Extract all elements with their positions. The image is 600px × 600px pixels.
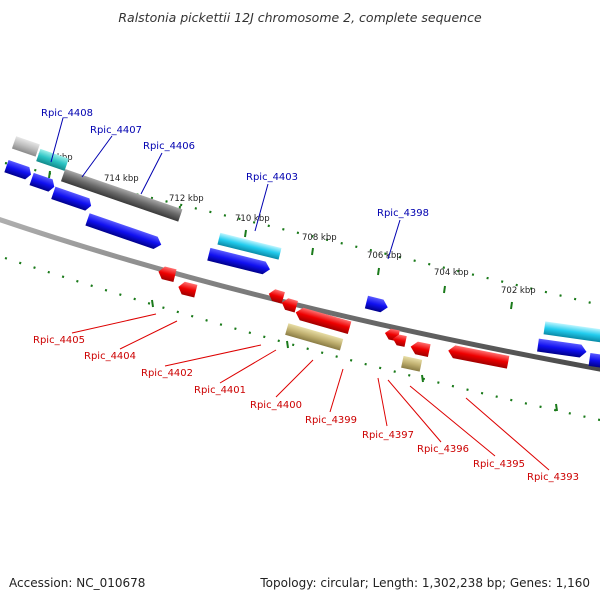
- gene-arrow-blue[interactable]: [364, 295, 389, 314]
- genome-summary-text: Topology: circular; Length: 1,302,238 bp…: [260, 576, 590, 590]
- gene-label[interactable]: Rpic_4407: [90, 125, 142, 136]
- tick-mark: [510, 301, 513, 310]
- gene-block-teal[interactable]: [36, 148, 69, 171]
- gene-block-light[interactable]: [11, 136, 40, 157]
- gene-label[interactable]: Rpic_4406: [143, 141, 195, 152]
- reverse-labels: Rpic_4405 Rpic_4404 Rpic_4402 Rpic_4401 …: [33, 335, 579, 483]
- gene-block-khaki[interactable]: [401, 355, 423, 372]
- forward-labels: Rpic_4408 Rpic_4407 Rpic_4406 Rpic_4403 …: [41, 108, 429, 219]
- gene-arrow-blue[interactable]: [85, 213, 163, 251]
- gene-label[interactable]: Rpic_4398: [377, 208, 429, 219]
- gene-label[interactable]: Rpic_4402: [141, 368, 193, 379]
- gene-arrow-red[interactable]: [280, 297, 298, 313]
- gene-arrow-red[interactable]: [157, 265, 177, 283]
- gene-arrow-red[interactable]: [177, 281, 198, 298]
- gene-arrow-blue[interactable]: [51, 186, 93, 212]
- tick-label: 704 kbp: [434, 268, 469, 278]
- tick-mark: [151, 299, 154, 308]
- gene-block-blue[interactable]: [588, 352, 600, 368]
- tick-mark: [244, 229, 247, 238]
- tick-label: 702 kbp: [501, 286, 536, 296]
- tick-mark: [48, 170, 51, 179]
- tick-mark: [286, 340, 289, 349]
- gene-arrow-blue[interactable]: [537, 338, 587, 359]
- tick-label: 708 kbp: [302, 233, 337, 243]
- tick-mark: [421, 374, 424, 383]
- gene-arrow-blue[interactable]: [29, 172, 57, 193]
- gene-arrow-blue[interactable]: [207, 247, 271, 276]
- tick-label: 712 kbp: [169, 194, 204, 204]
- tick-mark: [443, 285, 446, 294]
- forward-gene-track: [4, 136, 600, 368]
- reverse-gene-track: [157, 265, 510, 372]
- gene-block-gray[interactable]: [60, 168, 183, 222]
- tick-mark: [377, 267, 380, 276]
- gene-arrow-red[interactable]: [392, 333, 407, 347]
- gene-label[interactable]: Rpic_4403: [246, 172, 298, 183]
- gene-arrow-red[interactable]: [267, 288, 285, 304]
- gene-block-khaki[interactable]: [285, 323, 344, 351]
- tick-label: 710 kbp: [235, 214, 270, 224]
- gene-arrow-red[interactable]: [294, 306, 352, 335]
- gene-label[interactable]: Rpic_4404: [84, 351, 136, 362]
- gene-label[interactable]: Rpic_4400: [250, 400, 302, 411]
- gene-label[interactable]: Rpic_4396: [417, 444, 469, 455]
- gene-block-cyan[interactable]: [217, 232, 282, 260]
- gene-arrow-red[interactable]: [409, 340, 431, 357]
- gene-label[interactable]: Rpic_4395: [473, 459, 525, 470]
- forward-leader-lines: [50, 117, 401, 260]
- gene-label[interactable]: Rpic_4397: [362, 430, 414, 441]
- tick-mark: [555, 403, 558, 412]
- gene-arrow-red[interactable]: [447, 344, 510, 369]
- gene-block-cyan[interactable]: [543, 321, 600, 343]
- tick-label: 714 kbp: [104, 174, 139, 184]
- accession-text: Accession: NC_010678: [9, 576, 146, 590]
- tick-label: 706 kbp: [367, 251, 402, 261]
- map-title: Ralstonia pickettii 12J chromosome 2, co…: [118, 10, 482, 25]
- gene-label[interactable]: Rpic_4408: [41, 108, 93, 119]
- gene-label[interactable]: Rpic_4399: [305, 415, 357, 426]
- reverse-leader-lines: [71, 313, 550, 471]
- gene-label[interactable]: Rpic_4405: [33, 335, 85, 346]
- tick-mark: [311, 247, 314, 256]
- gene-label[interactable]: Rpic_4393: [527, 472, 579, 483]
- gene-label[interactable]: Rpic_4401: [194, 385, 246, 396]
- gene-arrow-blue[interactable]: [4, 159, 33, 181]
